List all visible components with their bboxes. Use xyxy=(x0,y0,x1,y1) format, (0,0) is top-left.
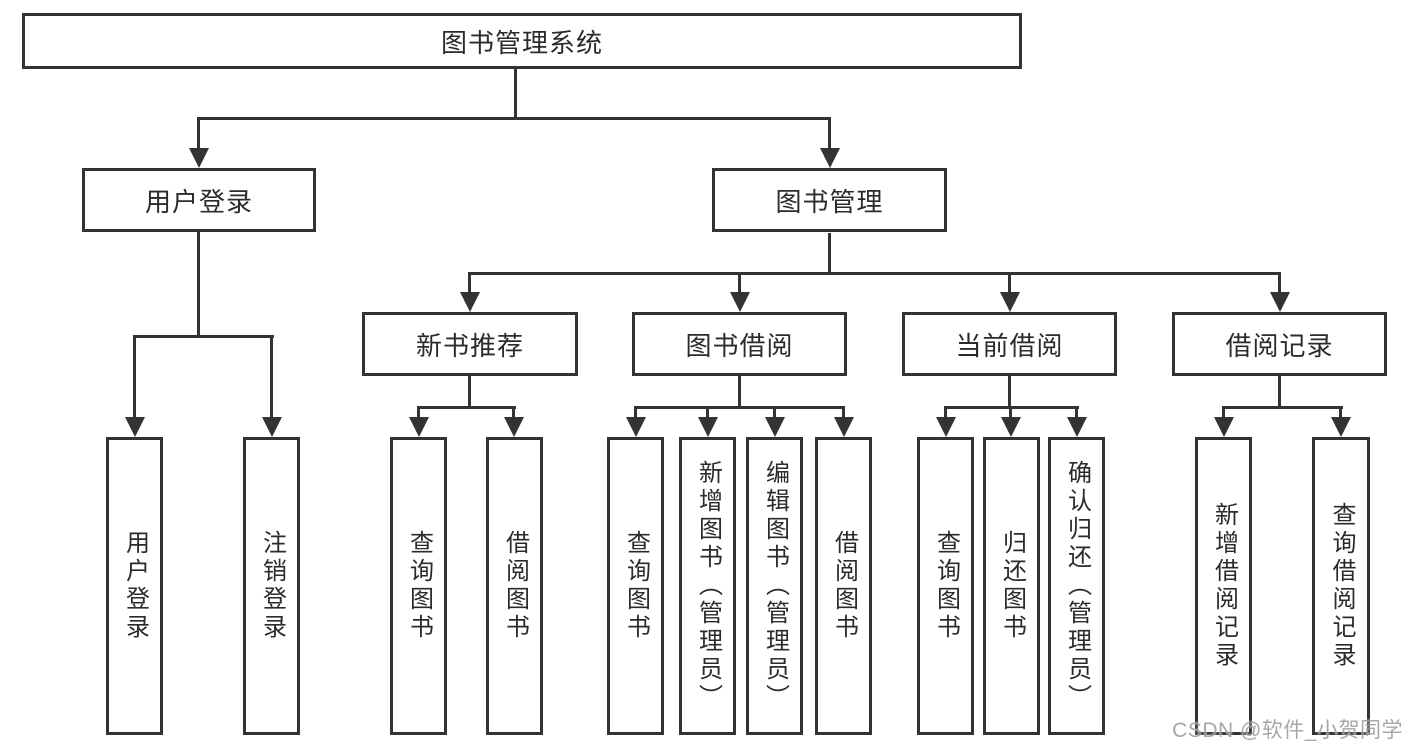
connector-line xyxy=(133,335,136,421)
csdn-watermark: CSDN @软件_小贺同学 xyxy=(1172,719,1403,742)
arrow-down-icon xyxy=(730,292,750,312)
arrow-down-icon xyxy=(834,417,854,437)
leaf-add-books-admin: 新增图书（管理员） xyxy=(679,437,736,735)
connector-line xyxy=(417,406,516,409)
connector-line xyxy=(1009,406,1012,421)
connector-line xyxy=(1222,406,1343,409)
node-label: 确认归还（管理员） xyxy=(1063,460,1091,712)
connector-line xyxy=(1008,272,1011,296)
connector-line xyxy=(1008,376,1011,409)
arrow-down-icon xyxy=(262,417,282,437)
connector-line xyxy=(1278,376,1281,409)
node-label: 归还图书 xyxy=(998,530,1026,642)
connector-line xyxy=(468,376,471,409)
connector-line xyxy=(1278,272,1281,296)
arrow-down-icon xyxy=(189,148,209,168)
connector-line xyxy=(197,117,200,153)
leaf-query-books: 查询图书 xyxy=(607,437,664,735)
arrow-down-icon xyxy=(1067,417,1087,437)
leaf-borrow-books: 借阅图书 xyxy=(815,437,872,735)
arrow-down-icon xyxy=(1001,417,1021,437)
connector-line xyxy=(417,406,420,421)
connector-line xyxy=(1075,406,1078,421)
leaf-edit-books-admin: 编辑图书（管理员） xyxy=(746,437,803,735)
arrow-down-icon xyxy=(698,417,718,437)
node-label: 查询图书 xyxy=(405,530,433,642)
connector-line xyxy=(133,335,274,338)
leaf-borrow-books: 借阅图书 xyxy=(486,437,543,735)
connector-line xyxy=(514,69,517,120)
arrow-down-icon xyxy=(125,417,145,437)
node-label: 编辑图书（管理员） xyxy=(761,460,789,712)
leaf-user-login: 用户登录 xyxy=(106,437,163,735)
arrow-down-icon xyxy=(504,417,524,437)
leaf-logout: 注销登录 xyxy=(243,437,300,735)
connector-line xyxy=(512,406,515,421)
connector-line xyxy=(634,406,637,421)
leaf-query-books: 查询图书 xyxy=(917,437,974,735)
arrow-down-icon xyxy=(1000,292,1020,312)
connector-line xyxy=(468,272,471,296)
connector-line xyxy=(270,335,273,421)
connector-line xyxy=(468,272,1281,275)
leaf-query-borrowing-record: 查询借阅记录 xyxy=(1312,437,1370,735)
node-label: 借阅图书 xyxy=(501,530,529,642)
connector-line xyxy=(197,117,831,120)
node-borrowing-records: 借阅记录 xyxy=(1172,312,1387,376)
node-label: 查询图书 xyxy=(622,530,650,642)
connector-line xyxy=(706,406,709,421)
node-label: 注销登录 xyxy=(258,530,286,642)
node-label: 新书推荐 xyxy=(415,330,524,361)
arrow-down-icon xyxy=(820,148,840,168)
connector-line xyxy=(738,272,741,296)
node-label: 用户登录 xyxy=(144,186,253,217)
node-label: 新增借阅记录 xyxy=(1210,502,1238,670)
node-new-book-recommendation: 新书推荐 xyxy=(362,312,578,376)
node-current-borrowing: 当前借阅 xyxy=(902,312,1117,376)
connector-line xyxy=(828,117,831,153)
connector-line xyxy=(197,232,200,338)
arrow-down-icon xyxy=(1331,417,1351,437)
connector-line xyxy=(1339,406,1342,421)
connector-line xyxy=(634,406,845,409)
connector-line xyxy=(944,406,947,421)
connector-line xyxy=(773,406,776,421)
node-book-borrowing: 图书借阅 xyxy=(632,312,847,376)
node-user-login: 用户登录 xyxy=(82,168,316,232)
arrow-down-icon xyxy=(626,417,646,437)
node-label: 当前借阅 xyxy=(955,330,1064,361)
node-label: 图书管理 xyxy=(775,186,884,217)
arrow-down-icon xyxy=(1214,417,1234,437)
arrow-down-icon xyxy=(765,417,785,437)
node-library-management-system: 图书管理系统 xyxy=(22,13,1022,69)
arrow-down-icon xyxy=(936,417,956,437)
arrow-down-icon xyxy=(1270,292,1290,312)
connector-line xyxy=(842,406,845,421)
arrow-down-icon xyxy=(460,292,480,312)
connector-line xyxy=(828,233,831,275)
node-label: 查询借阅记录 xyxy=(1328,502,1355,670)
leaf-add-borrowing-record: 新增借阅记录 xyxy=(1195,437,1252,735)
node-label: 借阅图书 xyxy=(830,530,858,642)
leaf-return-books: 归还图书 xyxy=(983,437,1040,735)
node-book-management: 图书管理 xyxy=(712,168,947,232)
arrow-down-icon xyxy=(409,417,429,437)
node-label: 查询图书 xyxy=(932,530,960,642)
node-label: 图书管理系统 xyxy=(440,27,603,58)
leaf-confirm-return-admin: 确认归还（管理员） xyxy=(1048,437,1105,735)
leaf-query-books: 查询图书 xyxy=(390,437,447,735)
node-label: 图书借阅 xyxy=(685,330,794,361)
connector-line xyxy=(738,376,741,409)
node-label: 用户登录 xyxy=(121,530,149,642)
connector-line xyxy=(1222,406,1225,421)
node-label: 借阅记录 xyxy=(1225,330,1334,361)
node-label: 新增图书（管理员） xyxy=(694,460,722,712)
